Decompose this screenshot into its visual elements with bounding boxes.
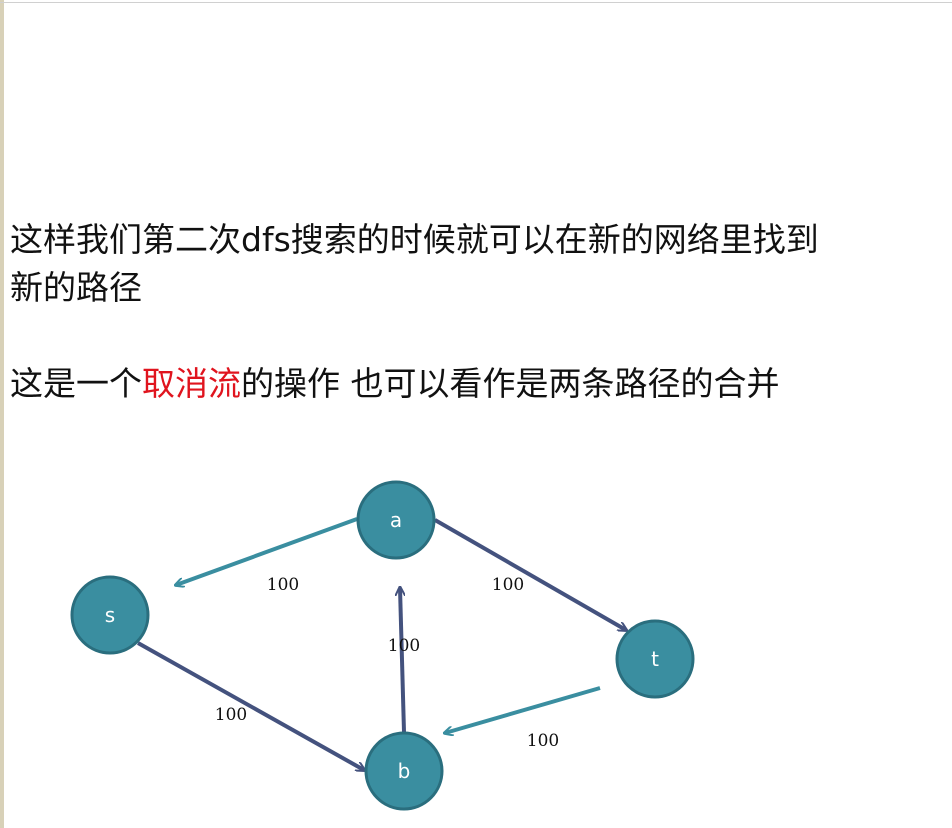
node-s-label: s bbox=[105, 603, 115, 627]
paragraph-cancel-flow-start: 这是一个 bbox=[10, 364, 142, 403]
node-a-label: a bbox=[390, 508, 402, 532]
paragraph-cancel-flow-end: 的操作 也可以看作是两条路径的合并 bbox=[241, 364, 780, 403]
edge-label-a-s: 100 bbox=[267, 575, 299, 595]
node-t: t bbox=[615, 619, 695, 699]
highlight-cancel-flow: 取消流 bbox=[142, 364, 241, 403]
edge-a-to-s bbox=[176, 517, 358, 585]
node-b-label: b bbox=[398, 759, 411, 783]
edge-label-s-b: 100 bbox=[215, 705, 247, 725]
top-border bbox=[0, 2, 952, 3]
edge-label-a-t: 100 bbox=[492, 575, 524, 595]
edge-a-to-t bbox=[434, 518, 626, 630]
paragraph-cancel-flow: 这是一个取消流的操作 也可以看作是两条路径的合并 bbox=[10, 360, 850, 408]
node-a: a bbox=[356, 480, 436, 560]
edge-t-to-b bbox=[445, 686, 601, 733]
node-b: b bbox=[364, 731, 444, 811]
node-s: s bbox=[70, 575, 150, 655]
paragraph-dfs-search-text: 这样我们第二次dfs搜索的时候就可以在新的网络里找到新的路径 bbox=[10, 220, 819, 307]
edge-label-t-b: 100 bbox=[527, 731, 559, 751]
edge-s-to-b bbox=[137, 641, 364, 770]
left-border bbox=[0, 0, 4, 828]
edge-b-to-a bbox=[400, 588, 406, 733]
edge-label-b-a: 100 bbox=[388, 636, 420, 656]
node-t-label: t bbox=[651, 647, 659, 671]
paragraph-dfs-search: 这样我们第二次dfs搜索的时候就可以在新的网络里找到新的路径 bbox=[10, 216, 850, 312]
